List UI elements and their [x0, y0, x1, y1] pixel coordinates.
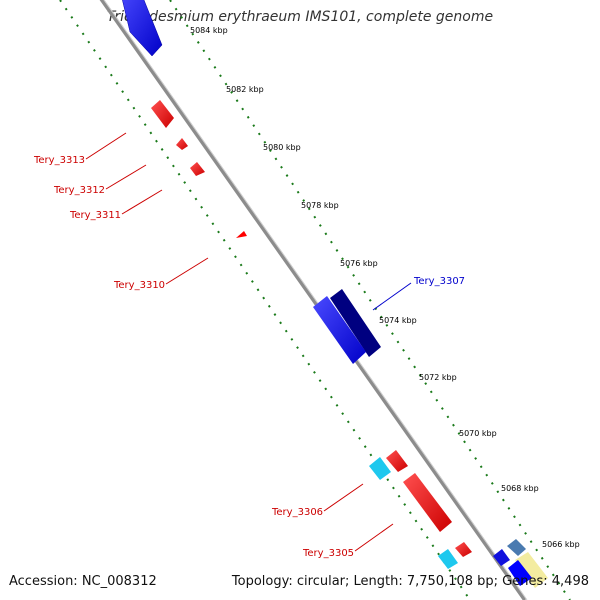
- gene-feature-steel[interactable]: [507, 539, 526, 556]
- gene-feature-tery-3310[interactable]: [236, 231, 247, 238]
- ruler-tick-label: 5072 kbp: [419, 373, 457, 382]
- ruler-tick-label: 5084 kbp: [190, 26, 228, 35]
- gene-features: [120, 0, 548, 588]
- connector-tery-3305: [354, 523, 394, 552]
- ruler-tick-label: 5080 kbp: [263, 143, 301, 152]
- gene-feature-tery-3311[interactable]: [190, 162, 205, 176]
- gene-label-tery-3312[interactable]: Tery_3312: [53, 185, 105, 196]
- map-title: Trichodesmium erythraeum IMS101, complet…: [106, 9, 494, 25]
- ruler-tick-label: 5082 kbp: [226, 85, 264, 94]
- ruler-labels: 5084 kbp 5082 kbp 5080 kbp 5078 kbp 5076…: [190, 26, 580, 549]
- gene-feature-cyan-1[interactable]: [369, 457, 391, 480]
- connector-tery-3310: [165, 257, 209, 285]
- label-connectors: [85, 132, 412, 552]
- gene-label-tery-3311[interactable]: Tery_3311: [69, 210, 121, 221]
- ruler-tick-label: 5070 kbp: [459, 429, 497, 438]
- connector-tery-3311: [121, 189, 163, 215]
- connector-tery-3306: [323, 483, 364, 512]
- gene-label-tery-3305[interactable]: Tery_3305: [302, 548, 354, 559]
- ruler-tick-label: 5074 kbp: [379, 316, 417, 325]
- topology-text: Topology: circular; Length: 7,750,108 bp…: [231, 574, 589, 589]
- gene-labels: Tery_3313 Tery_3312 Tery_3311 Tery_3310 …: [33, 155, 465, 559]
- genome-backbone-highlight: [103, 0, 528, 600]
- outer-ruler-track: [169, 0, 571, 600]
- inner-ruler-track: [59, 0, 471, 600]
- connector-tery-3313: [85, 132, 127, 160]
- gene-label-tery-3310[interactable]: Tery_3310: [113, 280, 165, 291]
- gene-feature-tery-3306[interactable]: [403, 473, 452, 532]
- gene-label-tery-3307[interactable]: Tery_3307: [413, 276, 465, 287]
- genome-backbone: [99, 0, 527, 600]
- ruler-tick-label: 5066 kbp: [542, 540, 580, 549]
- gene-feature-tery-3313[interactable]: [151, 100, 174, 128]
- gene-feature-cyan-2[interactable]: [438, 549, 458, 569]
- ruler-tick-label: 5076 kbp: [340, 259, 378, 268]
- gene-feature-tery-3307[interactable]: [330, 289, 381, 357]
- gene-feature-blue-corner[interactable]: [508, 560, 532, 586]
- gene-label-tery-3313[interactable]: Tery_3313: [33, 155, 85, 166]
- gene-feature-blue-mid[interactable]: [313, 296, 366, 364]
- gene-feature-yellow[interactable]: [515, 552, 548, 588]
- gene-feature-tery-3305[interactable]: [455, 542, 472, 557]
- gene-feature-blue-top[interactable]: [120, 0, 163, 57]
- connector-tery-3307: [372, 282, 412, 311]
- gene-feature-tery-3306-a[interactable]: [386, 450, 408, 472]
- accession-text: Accession: NC_008312: [9, 574, 157, 589]
- connector-tery-3312: [105, 164, 147, 190]
- gene-feature-tery-3312[interactable]: [176, 138, 188, 150]
- ruler-tick-label: 5078 kbp: [301, 201, 339, 210]
- ruler-tick-label: 5068 kbp: [501, 484, 539, 493]
- gene-feature-blue-bottom[interactable]: [493, 549, 510, 566]
- gene-label-tery-3306[interactable]: Tery_3306: [271, 507, 323, 518]
